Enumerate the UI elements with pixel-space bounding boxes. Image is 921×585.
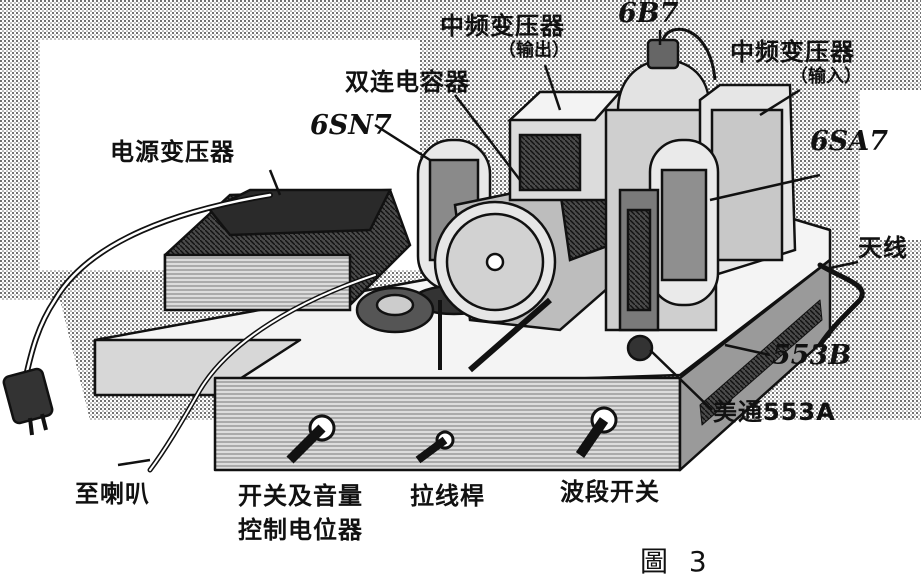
- label-dual-capacitor: 双连电容器: [345, 68, 470, 96]
- power-cord: [22, 192, 273, 383]
- label-power-transformer: 电源变压器: [110, 138, 235, 166]
- label-antenna: 天线: [858, 234, 908, 262]
- label-coil-553a: 美通553A: [713, 398, 836, 426]
- coil-553a: [618, 188, 660, 362]
- label-band-switch: 波段开关: [560, 478, 660, 506]
- label-if-transformer-input: 中频变压器: [730, 38, 855, 66]
- label-if-transformer-output-sub: （输出）: [498, 40, 570, 61]
- label-tube-6sn7: 6SN7: [310, 110, 392, 141]
- tube-socket: [355, 286, 435, 334]
- label-tube-6sa7: 6SA7: [810, 126, 889, 157]
- antenna-wire: [817, 262, 865, 348]
- label-if-transformer-output: 中频变压器: [440, 12, 565, 40]
- label-to-speaker: 至喇叭: [75, 480, 150, 508]
- power-plug-icon: [2, 367, 54, 436]
- speaker-lead: [147, 272, 378, 473]
- label-dial-cord-rod: 拉线桿: [410, 482, 485, 510]
- label-if-transformer-input-sub: （输入）: [790, 66, 862, 87]
- label-switch-volume: 开关及音量: [238, 482, 363, 510]
- volume-control-shaft: [286, 414, 336, 464]
- label-tube-6b7: 6B7: [618, 0, 679, 29]
- tube-6sa7: [648, 138, 720, 307]
- band-switch-shaft: [575, 406, 618, 458]
- figure-caption: 圖 3: [640, 545, 713, 578]
- if-transformer-input: [698, 83, 797, 277]
- label-coil-553b: 553B: [772, 340, 852, 371]
- if-transformer-output: [506, 90, 623, 202]
- leader-lines: [117, 30, 859, 467]
- label-switch-volume-2: 控制电位器: [238, 516, 363, 544]
- power-transformer: [163, 188, 412, 312]
- dial-rod-shaft: [415, 430, 455, 464]
